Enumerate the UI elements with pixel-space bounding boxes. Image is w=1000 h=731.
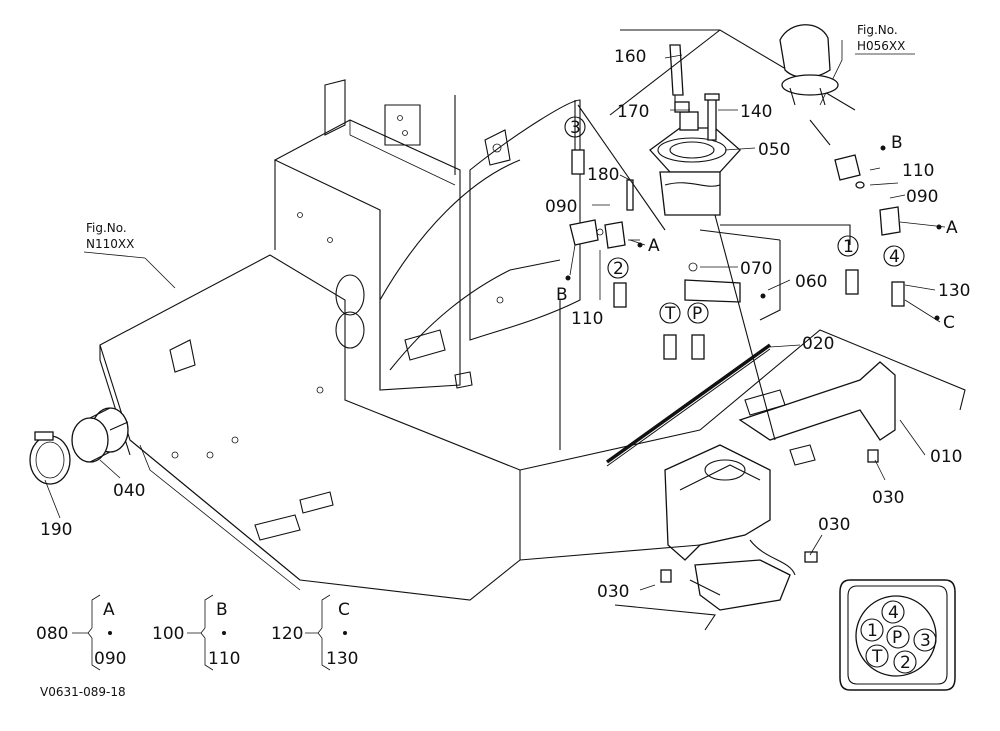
port-letter-c: C <box>943 313 955 333</box>
port-letter-b-left: B <box>556 285 568 305</box>
port-layout-inset <box>839 579 956 691</box>
kit-080-part: 090 <box>94 649 126 669</box>
fig-ref-h056-illustration <box>779 24 839 106</box>
inset-port-1: 1 <box>867 621 878 641</box>
fig-ref-h056-number: H056XX <box>857 39 905 53</box>
pilot-valve-050 <box>649 111 741 216</box>
elbow-fitting-b-left <box>569 219 626 249</box>
part-label-070: 070 <box>740 259 772 279</box>
kit-100-part: 110 <box>208 649 240 669</box>
part-label-030-b: 030 <box>818 515 850 535</box>
inset-port-t: T <box>871 647 883 667</box>
port-circle-t: T <box>664 304 676 324</box>
inset-port-2: 2 <box>900 653 911 673</box>
part-label-050: 050 <box>758 140 790 160</box>
kit-legend-080 <box>72 594 112 671</box>
kit-120-number: 120 <box>271 624 303 644</box>
part-label-190: 190 <box>40 520 72 540</box>
part-label-030-c: 030 <box>597 582 629 602</box>
part-label-170: 170 <box>617 102 649 122</box>
inset-port-p: P <box>892 628 902 648</box>
fig-ref-n110-number: N110XX <box>86 237 134 251</box>
part-label-090-right: 090 <box>906 187 938 207</box>
bolts-030 <box>660 449 879 583</box>
mount-bracket <box>664 444 796 611</box>
part-label-110-left: 110 <box>571 309 603 329</box>
fig-ref-n110-label: Fig.No. <box>86 221 127 235</box>
rod-020 <box>605 343 772 467</box>
part-label-180: 180 <box>587 165 619 185</box>
inset-port-3: 3 <box>920 631 931 651</box>
port-circle-3: 3 <box>570 118 581 138</box>
elbow-fitting-b-right <box>834 154 901 236</box>
port-letter-markers <box>565 145 942 321</box>
part-label-040: 040 <box>113 481 145 501</box>
port-fittings <box>571 149 905 360</box>
leader-lines <box>44 40 946 591</box>
frame-outline <box>99 79 581 601</box>
port-circles <box>564 116 905 324</box>
assembly-lines <box>519 29 966 631</box>
inset-port-4: 4 <box>888 603 899 623</box>
kit-080-number: 080 <box>36 624 68 644</box>
part-label-140: 140 <box>740 102 772 122</box>
port-circle-4: 4 <box>889 247 900 267</box>
hose-clamp-190 <box>29 431 71 485</box>
kit-legend-100 <box>187 594 226 671</box>
kit-080-letter: A <box>103 600 115 620</box>
port-circle-p: P <box>692 304 702 324</box>
fig-ref-h056-label: Fig.No. <box>857 23 898 37</box>
part-label-090-left: 090 <box>545 197 577 217</box>
part-label-130: 130 <box>938 281 970 301</box>
lever-160 <box>669 44 684 108</box>
nut-170 <box>674 101 690 113</box>
hose-pipe-040 <box>71 407 129 463</box>
kit-100-letter: B <box>216 600 228 620</box>
port-letter-a-right: A <box>946 218 958 238</box>
port-circle-1: 1 <box>843 237 854 257</box>
part-label-110-right: 110 <box>902 161 934 181</box>
part-label-030-a: 030 <box>872 488 904 508</box>
part-label-010: 010 <box>930 447 962 467</box>
port-letter-a-left: A <box>648 236 660 256</box>
bolt-140 <box>704 93 720 141</box>
kit-120-letter: C <box>338 600 350 620</box>
part-label-160: 160 <box>614 47 646 67</box>
bolt-180 <box>626 179 634 211</box>
part-label-020: 020 <box>802 334 834 354</box>
bracket-010 <box>738 361 896 466</box>
part-label-060: 060 <box>795 272 827 292</box>
kit-100-number: 100 <box>152 624 184 644</box>
port-letter-b-right: B <box>891 133 903 153</box>
port-circle-2: 2 <box>613 259 624 279</box>
drawing-code: V0631-089-18 <box>40 685 126 699</box>
kit-120-part: 130 <box>326 649 358 669</box>
kit-legend-120 <box>305 594 347 671</box>
